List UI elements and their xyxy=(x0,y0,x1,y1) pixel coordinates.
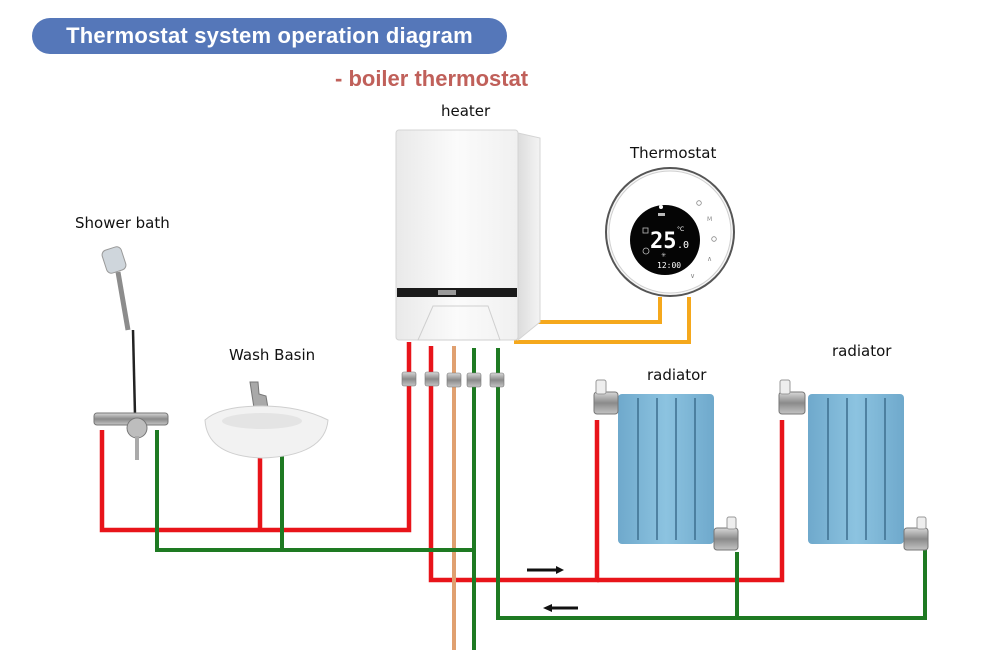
supply-flow-arrow-right xyxy=(527,566,564,574)
thermostat-temperature: 25 xyxy=(650,229,677,254)
radiator-1-inlet-valve xyxy=(593,391,619,415)
heater-label: heater xyxy=(441,102,491,120)
return-flow-arrow-left xyxy=(543,604,578,612)
flow-arrows xyxy=(527,566,578,612)
diagram-title: Thermostat system operation diagram xyxy=(32,18,507,54)
menu-button-icon[interactable]: M xyxy=(707,216,712,223)
thermostat-screen xyxy=(630,205,700,275)
shower-label: Shower bath xyxy=(75,214,170,232)
return-pipe-heating xyxy=(496,348,927,620)
radiator-2-outlet-valve xyxy=(903,527,929,551)
thermostat-temperature-decimal: .0 xyxy=(677,240,689,251)
radiator-2-inlet-valve xyxy=(778,391,806,415)
heat-icon xyxy=(658,213,665,216)
diagram-subtitle: - boiler thermostat xyxy=(335,66,529,91)
settings-button-icon[interactable] xyxy=(711,236,717,242)
thermostat-device[interactable]: 25 .0 °C 12:00 ✳ M ∧ ∨ xyxy=(605,167,735,297)
radiator-2-label: radiator xyxy=(832,342,892,360)
shower-bath xyxy=(93,246,169,460)
radiator-1-label: radiator xyxy=(647,366,707,384)
hot-water-pipes xyxy=(99,342,785,583)
fan-icon xyxy=(659,205,663,209)
sun-icon: ✳ xyxy=(661,252,666,259)
boiler-heater xyxy=(395,129,541,342)
hot-pipe-heating-supply xyxy=(428,346,600,583)
radiator-2 xyxy=(778,379,929,551)
clock-icon xyxy=(642,247,650,255)
boiler-control-strip xyxy=(397,288,517,297)
thermostat-time: 12:00 xyxy=(657,261,681,270)
thermostat-label: Thermostat xyxy=(630,144,717,162)
cold-water-pipes xyxy=(155,348,927,650)
radiator-1-outlet-valve xyxy=(713,527,739,551)
power-button-icon[interactable] xyxy=(696,200,702,206)
boiler-valves xyxy=(401,371,505,388)
signal-wires xyxy=(514,297,691,344)
up-button-icon[interactable]: ∧ xyxy=(707,255,712,263)
signal-wire-lower xyxy=(514,297,691,344)
down-button-icon[interactable]: ∨ xyxy=(690,272,695,280)
signal-wire-upper xyxy=(532,297,662,324)
thermostat-unit: °C xyxy=(677,226,684,233)
cold-pipe-domestic xyxy=(155,348,476,552)
wash-basin xyxy=(204,381,329,459)
basin-label: Wash Basin xyxy=(229,346,316,364)
hot-pipe-domestic xyxy=(99,342,412,533)
radiator-1 xyxy=(593,379,739,551)
mode-icon xyxy=(642,227,649,234)
